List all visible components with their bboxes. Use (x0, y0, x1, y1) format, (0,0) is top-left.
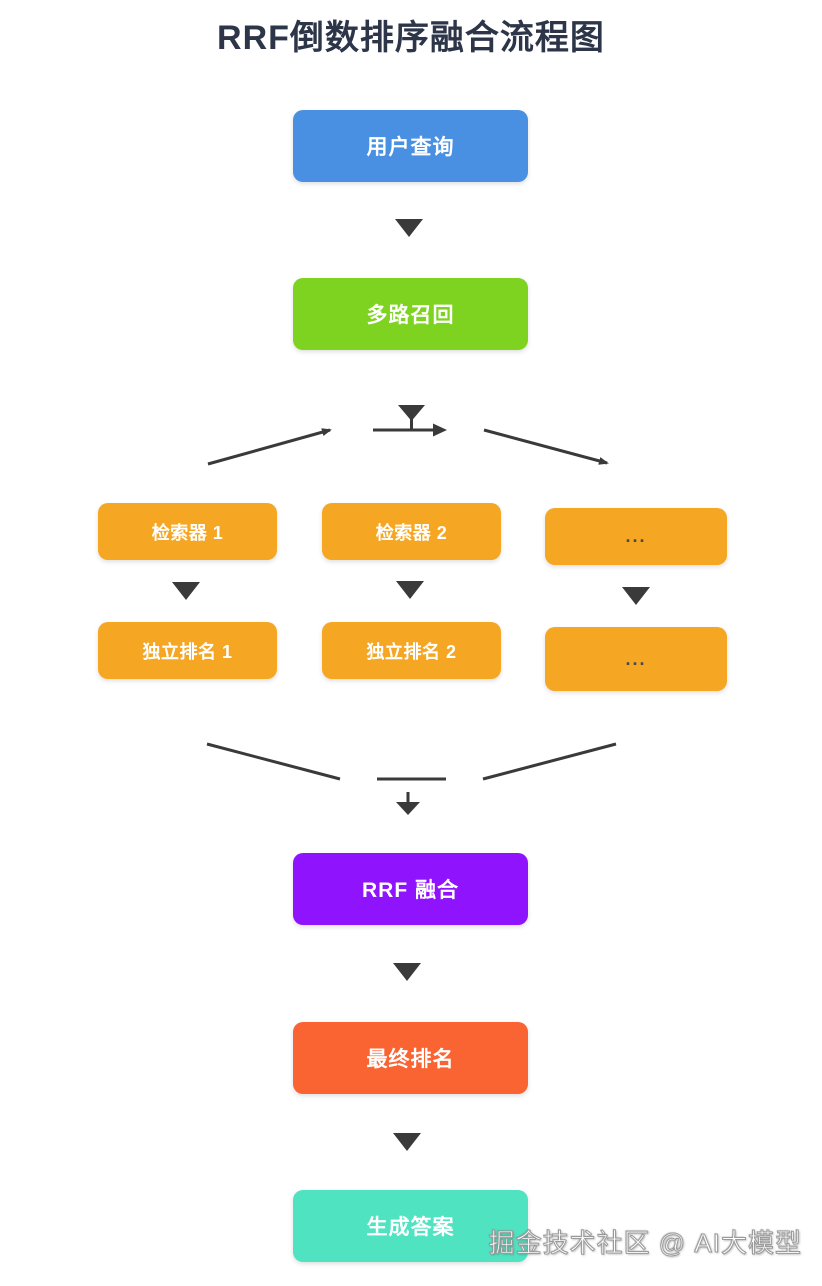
node-generate-answer: 生成答案 (293, 1190, 528, 1262)
right-branch-arrow (483, 428, 609, 465)
node-retriever-2: 检索器 2 (322, 503, 501, 560)
watermark: 掘金技术社区 @ AI大模型 (488, 1228, 802, 1259)
left-merge-line (206, 742, 341, 781)
node-retriever-1: 检索器 1 (98, 503, 277, 560)
down-arrow-icon (395, 219, 423, 237)
down-arrow-icon (396, 581, 424, 599)
node-ranking-more: ... (545, 627, 727, 691)
node-retriever-more: ... (545, 508, 727, 565)
down-arrow-icon (172, 582, 200, 600)
node-rrf-fusion: RRF 融合 (293, 853, 528, 925)
right-merge-line (482, 742, 617, 781)
center-down-arrow-icon (398, 405, 425, 421)
node-user-query: 用户查询 (293, 110, 528, 182)
node-multi-recall: 多路召回 (293, 278, 528, 350)
page-title: RRF倒数排序融合流程图 (217, 19, 605, 57)
down-arrow-icon (622, 587, 650, 605)
down-arrow-icon (393, 963, 421, 981)
node-final-ranking: 最终排名 (293, 1022, 528, 1094)
center-down-arrow-icon (396, 802, 420, 815)
node-ranking-1: 独立排名 1 (98, 622, 277, 679)
center-right-arrow-icon (433, 423, 447, 437)
down-arrow-icon (393, 1133, 421, 1151)
converge-connector (206, 742, 617, 815)
node-ranking-2: 独立排名 2 (322, 622, 501, 679)
diverge-connector (207, 405, 609, 466)
left-branch-arrow (207, 428, 332, 466)
